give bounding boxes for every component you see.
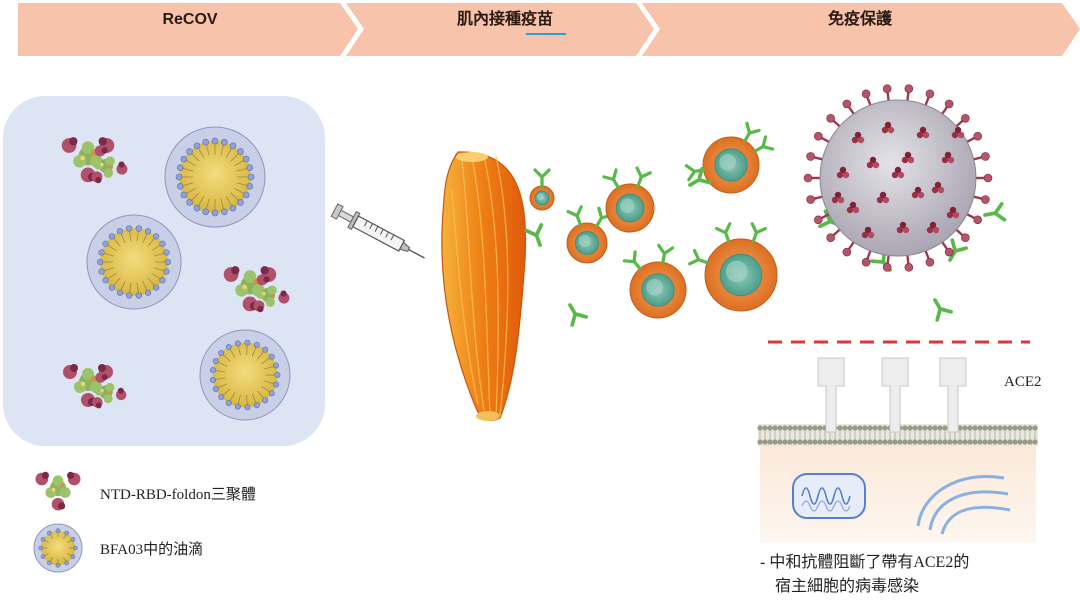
syringe-icon: [330, 203, 425, 259]
legend-trimer-label: NTD-RBD-foldon三聚體: [100, 487, 256, 503]
antibody-icon: [561, 299, 589, 327]
legend-trimer-icon: [35, 471, 81, 511]
antibody-icon: [926, 294, 954, 322]
spike-protein: [881, 121, 895, 134]
caption-line-1: - 中和抗體阻斷了帶有ACE2的: [760, 554, 970, 571]
immune-cell: [602, 166, 655, 233]
spike-protein: [911, 186, 925, 199]
spike-protein: [891, 166, 905, 179]
muscle-icon: [441, 151, 527, 421]
spike-protein: [836, 166, 850, 179]
legend-droplet-label: BFA03中的油滴: [100, 542, 204, 558]
ace2-receptor: [817, 357, 845, 433]
ace2-label: ACE2: [1004, 374, 1042, 390]
oil-droplet: [199, 329, 291, 421]
ace2-receptor: [939, 357, 967, 433]
oil-droplet: [86, 214, 182, 310]
mitochondria-icon: [792, 473, 866, 519]
spike-protein: [846, 201, 860, 214]
step-chevron-1: [18, 3, 358, 56]
spike-protein: [876, 191, 890, 204]
oil-droplet: [164, 126, 266, 228]
spike-protein: [926, 221, 940, 234]
immune-cell: [688, 222, 778, 312]
oil-droplet: [33, 523, 83, 573]
antibody-icon: [524, 223, 550, 250]
step-chevron-3: [642, 3, 1080, 56]
spike-protein: [931, 181, 945, 194]
immune-cells: [529, 121, 778, 319]
step-label-vaccination: 肌內接種疫苗: [456, 11, 553, 28]
spike-protein: [941, 151, 955, 164]
immune-cell: [529, 168, 555, 211]
spike-protein: [861, 226, 875, 239]
immune-cell: [622, 243, 687, 319]
spike-protein: [916, 126, 930, 139]
immune-cell: [566, 205, 613, 264]
spike-protein: [946, 206, 960, 219]
spike-protein: [851, 131, 865, 144]
step-chevron-2: [346, 3, 654, 56]
immune-cell: [684, 121, 775, 194]
spike-protein: [901, 151, 915, 164]
oil-droplets: [86, 126, 291, 421]
process-banner: [18, 3, 1080, 56]
ace2-receptor: [881, 357, 909, 433]
er-icon: [916, 475, 1011, 535]
antibody-icon: [533, 168, 551, 188]
legend-droplet-icon: [33, 523, 83, 573]
antibody-icon: [654, 243, 675, 266]
spike-protein: [951, 126, 965, 139]
step-label-protection: 免疫保護: [827, 11, 892, 28]
caption-line-2: 宿主細胞的病毒感染: [775, 578, 920, 595]
host-cell: [757, 424, 1038, 542]
antibody-icon: [981, 202, 1007, 225]
spike-protein: [866, 156, 880, 169]
spike-protein: [896, 221, 910, 234]
spike-protein: [831, 191, 845, 204]
ace2-receptors: [817, 357, 967, 433]
virus-icon: [803, 84, 993, 272]
step-label-recov: ReCOV: [162, 11, 218, 28]
